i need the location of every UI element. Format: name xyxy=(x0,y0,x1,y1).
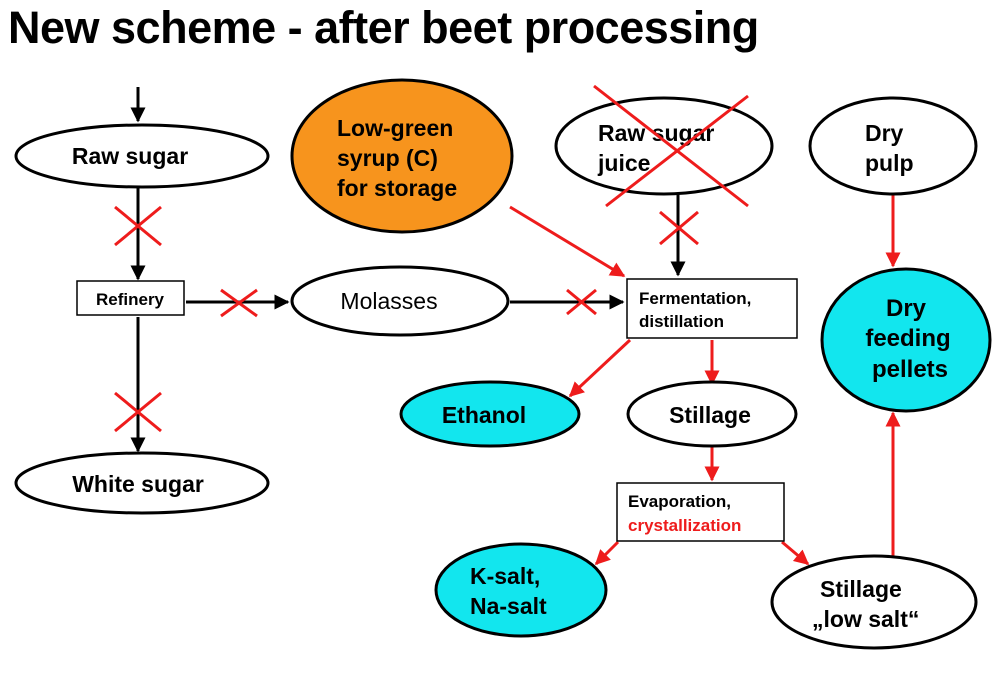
node-white-sugar-label: White sugar xyxy=(72,471,204,497)
node-stillage-label: Stillage xyxy=(669,402,751,428)
node-low-green-syrup: Low-green syrup (C) for storage xyxy=(290,78,514,234)
cross-mark-molasses-fermentation xyxy=(566,288,597,316)
node-dry-feeding-pellets-line-3: pellets xyxy=(872,356,948,383)
node-dry-feeding-pellets-line-1: Dry xyxy=(886,295,927,322)
node-dry-feeding-pellets-line-2: feeding xyxy=(865,325,950,352)
cross-mark-refinery-molasses xyxy=(220,288,258,318)
node-molasses-label: Molasses xyxy=(340,288,437,314)
node-white-sugar: White sugar xyxy=(14,451,270,515)
node-evaporation-line-2: crystallization xyxy=(628,516,741,535)
node-dry-pulp: Dry pulp xyxy=(808,96,978,196)
node-ethanol: Ethanol xyxy=(399,380,581,448)
node-evaporation: Evaporation, crystallization xyxy=(616,482,785,542)
node-dry-pulp-line-1: Dry xyxy=(865,120,904,146)
node-fermentation: Fermentation, distillation xyxy=(626,278,798,339)
arrow-fermentation-to-ethanol xyxy=(568,338,632,398)
node-fermentation-line-2: distillation xyxy=(639,312,724,331)
node-salts-line-1: K-salt, xyxy=(470,563,540,589)
node-fermentation-line-1: Fermentation, xyxy=(639,289,751,308)
node-raw-sugar-juice: Raw sugar juice xyxy=(554,96,774,196)
node-low-green-syrup-line-1: Low-green xyxy=(337,115,453,141)
node-stillage-low-salt-line-1: Stillage xyxy=(820,576,902,602)
node-salts-line-2: Na-salt xyxy=(470,593,547,619)
cross-mark-refinery-white-sugar xyxy=(114,391,162,433)
node-raw-sugar-label: Raw sugar xyxy=(72,143,188,169)
node-refinery-label: Refinery xyxy=(96,290,165,309)
node-low-green-syrup-line-3: for storage xyxy=(337,175,457,201)
node-molasses: Molasses xyxy=(290,265,510,337)
node-stillage: Stillage xyxy=(626,380,798,448)
node-stillage-low-salt: Stillage „low salt“ xyxy=(770,554,978,650)
node-raw-sugar-juice-line-2: juice xyxy=(597,150,650,176)
node-low-green-syrup-line-2: syrup (C) xyxy=(337,145,438,171)
node-dry-feeding-pellets: Dry feeding pellets xyxy=(820,267,992,413)
arrow-evaporation-to-low-salt-stillage xyxy=(781,540,810,566)
diagram-title: New scheme - after beet processing xyxy=(8,2,759,53)
node-refinery: Refinery xyxy=(76,280,185,316)
node-evaporation-line-1: Evaporation, xyxy=(628,492,731,511)
node-stillage-low-salt-line-2: „low salt“ xyxy=(812,606,919,632)
arrow-evaporation-to-salts xyxy=(594,540,620,566)
node-salts: K-salt, Na-salt xyxy=(434,542,608,638)
cross-mark-raw-sugar-juice xyxy=(593,84,749,208)
arrow-syrup-to-fermentation xyxy=(509,205,626,278)
node-dry-pulp-line-2: pulp xyxy=(865,150,914,176)
node-raw-sugar: Raw sugar xyxy=(14,123,270,189)
cross-mark-juice-fermentation xyxy=(659,210,699,246)
cross-mark-raw-sugar-refinery xyxy=(114,205,162,247)
node-ethanol-label: Ethanol xyxy=(442,402,526,428)
